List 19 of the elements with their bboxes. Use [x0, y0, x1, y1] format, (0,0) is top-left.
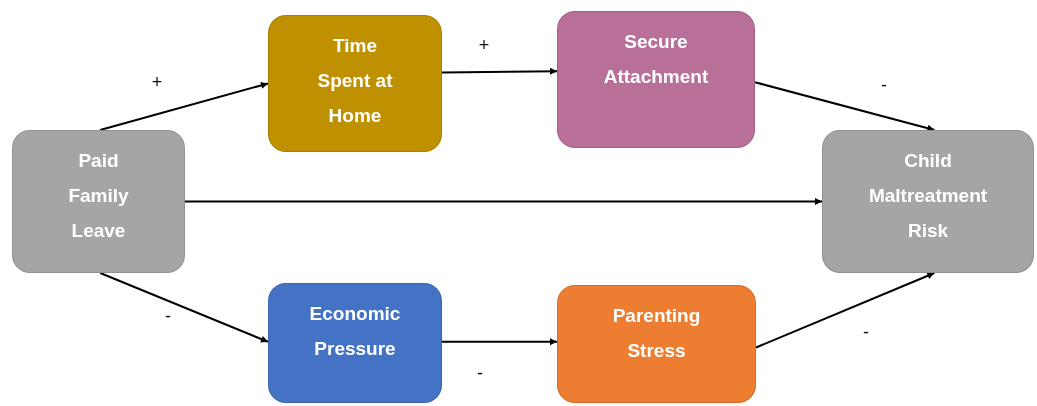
process-box: [557, 11, 755, 148]
arrow: [99, 82, 269, 131]
box-label: Paid Family Leave: [67, 149, 130, 243]
process-box: [12, 130, 185, 273]
arrow: [99, 272, 269, 343]
box-label: Time Spent at Home: [316, 34, 394, 128]
process-box: [268, 15, 442, 152]
arrow: [441, 67, 558, 75]
process-box: [822, 130, 1034, 273]
process-box: [268, 283, 442, 403]
arrow: [755, 272, 936, 349]
arrow: [184, 198, 823, 205]
process-box: [557, 285, 756, 403]
box-label: Secure Attachment: [602, 30, 710, 89]
box-label: Parenting Stress: [611, 304, 702, 363]
arrow: [754, 81, 936, 132]
box-label: Child Maltreatment Risk: [867, 149, 989, 243]
arrow: [441, 338, 558, 346]
box-label: Economic Pressure: [308, 302, 402, 361]
